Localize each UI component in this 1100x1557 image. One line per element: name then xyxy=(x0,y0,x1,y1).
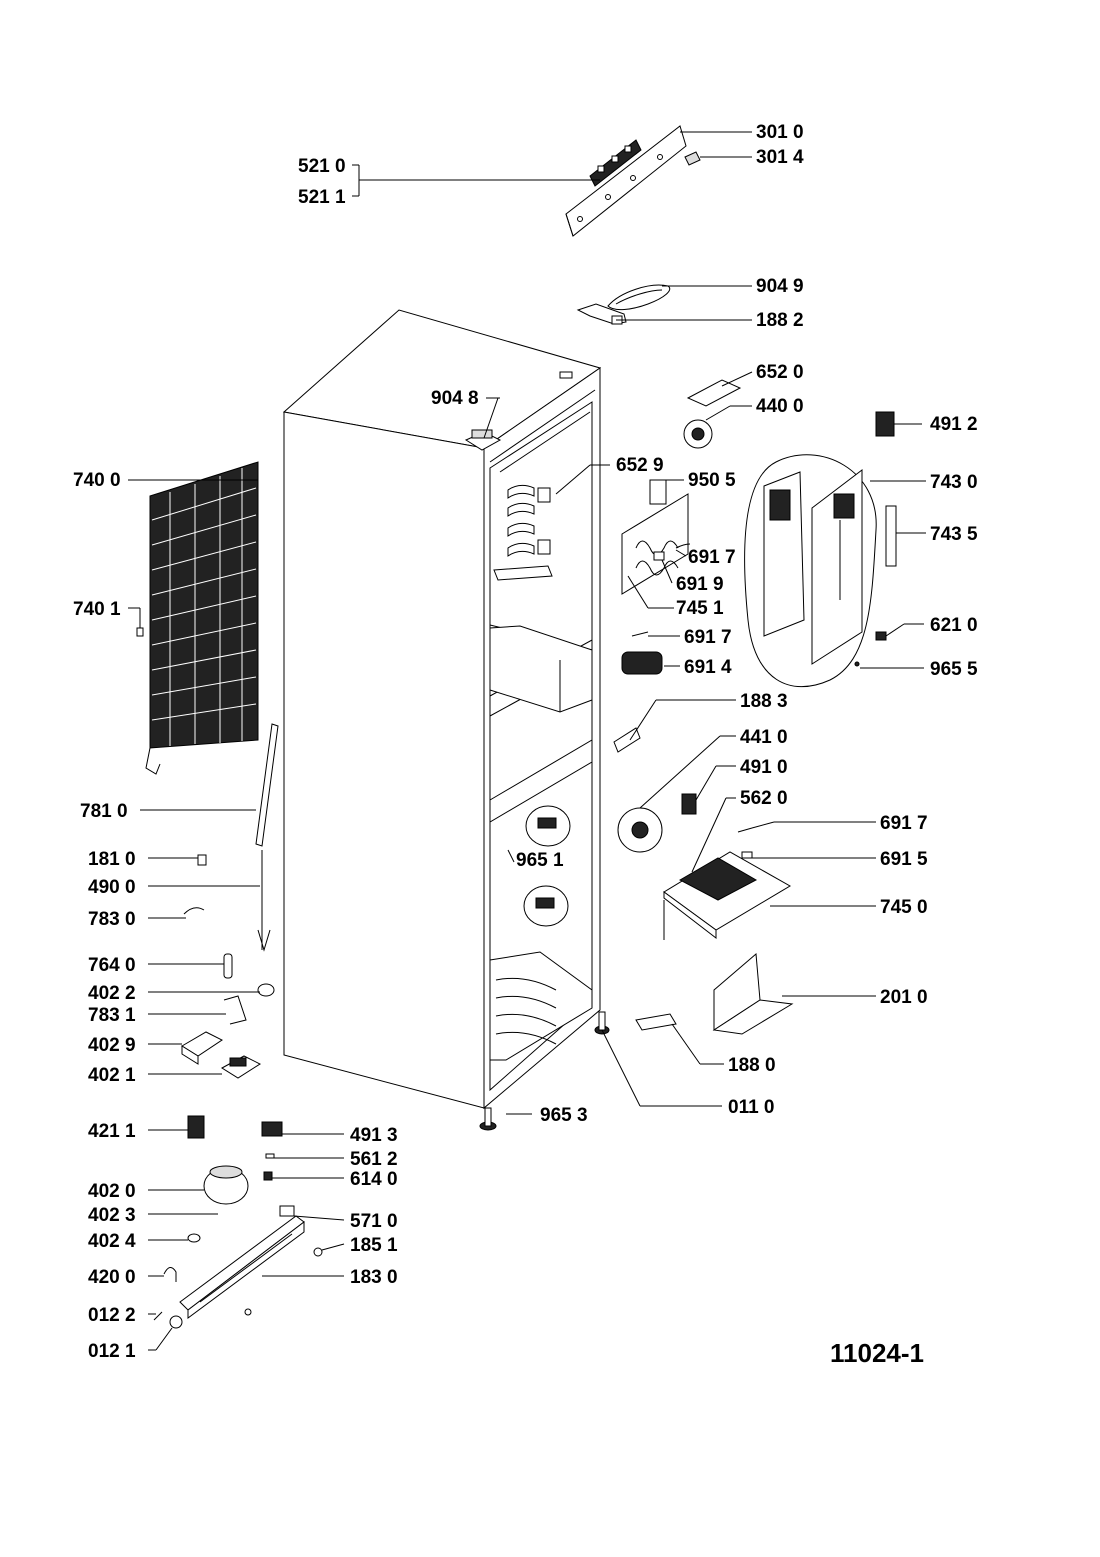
cabinet xyxy=(282,309,610,1131)
callout-745-1: 745 1 xyxy=(676,598,724,619)
lower-evaporator xyxy=(663,827,791,940)
callout-441-0: 441 0 xyxy=(740,727,788,748)
callout-301-0: 301 0 xyxy=(756,122,804,143)
callout-301-4: 301 4 xyxy=(756,147,804,168)
compressor-area xyxy=(153,1115,323,1329)
callout-740-1: 740 1 xyxy=(73,599,121,620)
callout-743-5: 743 5 xyxy=(930,524,978,545)
drain-pipe xyxy=(255,723,279,847)
callout-012-1: 012 1 xyxy=(88,1341,136,1362)
callout-521-0: 521 0 xyxy=(298,156,346,177)
heater-691-7b xyxy=(631,631,649,637)
callout-201-0: 201 0 xyxy=(880,987,928,1008)
callout-183-0: 183 0 xyxy=(350,1267,398,1288)
heater-691-7a xyxy=(675,543,691,549)
callout-labels: 301 0 301 4 521 0 521 1 904 9 188 2 652 … xyxy=(73,122,978,1368)
callout-491-3: 491 3 xyxy=(350,1125,398,1146)
callout-402-1: 402 1 xyxy=(88,1065,136,1086)
lamp-cover xyxy=(621,651,663,675)
callout-783-1: 783 1 xyxy=(88,1005,136,1026)
rear-panel-assembly xyxy=(744,411,897,688)
callout-781-0: 781 0 xyxy=(80,801,128,822)
figure-number: 11024-1 xyxy=(830,1338,924,1368)
top-cover xyxy=(607,284,671,311)
callout-691-7-b: 691 7 xyxy=(684,627,732,648)
callout-965-5: 965 5 xyxy=(930,659,978,680)
callout-402-4: 402 4 xyxy=(88,1231,136,1252)
callout-652-0: 652 0 xyxy=(756,362,804,383)
callout-691-7-c: 691 7 xyxy=(880,813,928,834)
callout-402-0: 402 0 xyxy=(88,1181,136,1202)
callout-950-5: 950 5 xyxy=(688,470,736,491)
callout-561-2: 561 2 xyxy=(350,1149,398,1170)
callout-904-9: 904 9 xyxy=(756,276,804,297)
callout-652-9: 652 9 xyxy=(616,455,664,476)
callout-012-2: 012 2 xyxy=(88,1305,136,1326)
callout-402-2: 402 2 xyxy=(88,983,136,1004)
evaporator-cover xyxy=(621,479,689,595)
callout-562-0: 562 0 xyxy=(740,788,788,809)
callout-621-0: 621 0 xyxy=(930,615,978,636)
leader-lines xyxy=(128,131,926,1351)
callout-691-5: 691 5 xyxy=(880,849,928,870)
callout-965-3: 965 3 xyxy=(540,1105,588,1126)
callout-571-0: 571 0 xyxy=(350,1211,398,1232)
callout-491-2: 491 2 xyxy=(930,414,978,435)
small-parts-left xyxy=(181,850,275,1079)
callout-740-0: 740 0 xyxy=(73,470,121,491)
callout-491-0: 491 0 xyxy=(740,757,788,778)
callout-185-1: 185 1 xyxy=(350,1235,398,1256)
callout-691-4: 691 4 xyxy=(684,657,732,678)
callout-490-0: 490 0 xyxy=(88,877,136,898)
rear-bottom-cover xyxy=(712,952,794,1035)
fan-top xyxy=(683,379,742,449)
callout-965-1: 965 1 xyxy=(516,850,564,871)
callout-783-0: 783 0 xyxy=(88,909,136,930)
middle-hinge xyxy=(613,727,641,753)
bracket-491-0 xyxy=(681,793,697,815)
callout-181-0: 181 0 xyxy=(88,849,136,870)
callout-402-9: 402 9 xyxy=(88,1035,136,1056)
callout-188-3: 188 3 xyxy=(740,691,788,712)
callout-420-0: 420 0 xyxy=(88,1267,136,1288)
callout-764-0: 764 0 xyxy=(88,955,136,976)
top-panel xyxy=(565,125,701,237)
callout-743-0: 743 0 xyxy=(930,472,978,493)
callout-521-1: 521 1 xyxy=(298,187,346,208)
callout-421-1: 421 1 xyxy=(88,1121,136,1142)
callout-011-0: 011 0 xyxy=(728,1097,775,1118)
callout-188-0: 188 0 xyxy=(728,1055,776,1076)
bottom-hinge xyxy=(635,1013,677,1031)
callout-440-0: 440 0 xyxy=(756,396,804,417)
control-board xyxy=(589,139,642,187)
callout-691-9: 691 9 xyxy=(676,574,724,595)
condenser xyxy=(136,461,259,775)
callout-402-3: 402 3 xyxy=(88,1205,136,1226)
fan-bottom xyxy=(617,807,663,853)
callout-188-2: 188 2 xyxy=(756,310,804,331)
callout-614-0: 614 0 xyxy=(350,1169,398,1190)
callout-904-8: 904 8 xyxy=(431,388,479,409)
callout-745-0: 745 0 xyxy=(880,897,928,918)
callout-691-7-a: 691 7 xyxy=(688,547,736,568)
